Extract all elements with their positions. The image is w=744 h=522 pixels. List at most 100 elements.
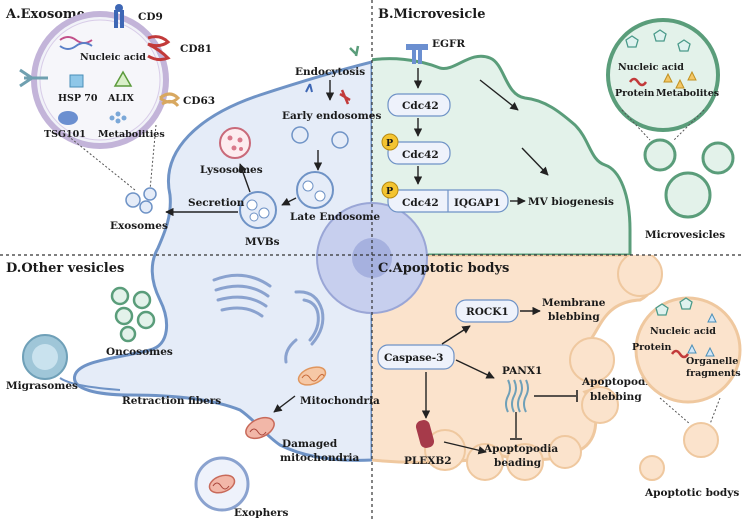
phospho-badge-icon bbox=[381, 133, 399, 151]
panx1-channel-icon bbox=[505, 379, 529, 413]
label-panx1: PANX1 bbox=[502, 365, 542, 377]
label-beading: beading bbox=[494, 457, 542, 469]
pentagon-icon bbox=[655, 297, 693, 316]
oncosome-icon bbox=[110, 286, 156, 343]
panel-microvesicle: B.Microvesicle EGFR Cdc42 P Cdc42 P Cdc4… bbox=[378, 7, 735, 241]
label-fragments: fragments bbox=[686, 368, 741, 379]
lysosome-icon bbox=[219, 127, 251, 159]
label-exosomes: Exosomes bbox=[110, 220, 168, 232]
golgi-icon bbox=[212, 273, 272, 318]
label-nucleic-acid-a: Nucleic acid bbox=[80, 52, 146, 63]
label-p-2: P bbox=[386, 186, 393, 197]
microvesicle-icon bbox=[664, 171, 712, 219]
panel-title-a: A.Exosome bbox=[5, 7, 85, 22]
cdc42-box bbox=[387, 93, 451, 117]
label-lysosomes: Lysosomes bbox=[200, 164, 263, 176]
protein-icon bbox=[670, 349, 690, 359]
receptor-icon bbox=[19, 68, 48, 88]
label-nucleic-acid-c: Nucleic acid bbox=[650, 326, 716, 337]
triangle-icon bbox=[663, 70, 697, 89]
panel-title-d: D.Other vesicles bbox=[6, 261, 124, 276]
mitochondria-icon bbox=[297, 366, 327, 386]
label-mvbs: MVBs bbox=[245, 236, 280, 248]
mvb-icon bbox=[239, 191, 277, 229]
panel-title-c: C.Apoptotic bodys bbox=[378, 261, 509, 276]
label-retraction-fibers: Retraction fibers bbox=[122, 395, 221, 407]
tsg101-icon bbox=[58, 111, 78, 125]
label-cd63: CD63 bbox=[183, 95, 215, 107]
apoptotic-body-cargo-icon bbox=[634, 296, 742, 404]
label-migrasomes: Migrasomes bbox=[6, 380, 78, 392]
label-egfr: EGFR bbox=[432, 38, 465, 50]
rock1-box bbox=[455, 299, 519, 323]
panel-other-vesicles: D.Other vesicles Oncosomes Migrasomes Re… bbox=[6, 261, 380, 519]
label-organelle: Organelle bbox=[686, 356, 738, 367]
egfr-receptor-icon bbox=[406, 44, 428, 64]
label-mitochondria-2: mitochondria bbox=[280, 452, 359, 464]
label-late-endosome: Late Endosome bbox=[290, 211, 380, 223]
panel-apoptotic-bodies: C.Apoptotic bodys ROCK1 Membrane blebbin… bbox=[377, 261, 742, 499]
panel-title-b: B.Microvesicle bbox=[378, 7, 486, 22]
label-cd9: CD9 bbox=[138, 11, 163, 23]
label-early-endosomes: Early endosomes bbox=[282, 110, 381, 122]
label-blebbing-2: blebbing bbox=[590, 391, 642, 403]
receptor-icon bbox=[305, 45, 360, 105]
late-endosome-icon bbox=[296, 171, 334, 209]
label-cd81: CD81 bbox=[180, 43, 212, 55]
label-damaged: Damaged bbox=[282, 438, 338, 450]
cd81-receptor-icon bbox=[147, 35, 171, 62]
label-apoptopodia: Apoptopodia bbox=[581, 376, 656, 388]
apoptotic-body bbox=[639, 455, 665, 481]
label-metabolites-b: Metabolites bbox=[656, 88, 719, 99]
protein-icon bbox=[628, 77, 648, 87]
hsp70-icon bbox=[69, 74, 84, 88]
label-mitochondria: Mitochondria bbox=[300, 395, 380, 407]
label-protein-b: Protein bbox=[615, 88, 655, 99]
label-endocytosis: Endocytosis bbox=[295, 66, 365, 78]
label-plexb2: PLEXB2 bbox=[404, 455, 452, 467]
label-secretion: Secretion bbox=[188, 197, 245, 209]
cdc42-phospho-box bbox=[387, 141, 451, 165]
triangle-icon bbox=[687, 312, 717, 357]
cell-peach-part bbox=[372, 255, 663, 481]
label-alix: ALIX bbox=[107, 93, 134, 104]
cd63-receptor-icon bbox=[159, 92, 181, 107]
label-rock1: ROCK1 bbox=[466, 306, 509, 318]
microvesicle-icon bbox=[701, 141, 735, 175]
er-icon bbox=[284, 290, 325, 364]
label-p-1: P bbox=[386, 138, 393, 149]
metabolites-icon bbox=[109, 111, 127, 124]
label-exophers: Exophers bbox=[234, 507, 288, 519]
label-cdc42-1: Cdc42 bbox=[402, 100, 439, 112]
label-hsp70: HSP 70 bbox=[58, 93, 98, 104]
panel-exosome: A.Exosome CD9 Nucleic acid CD81 HSP 70 A… bbox=[5, 4, 381, 248]
label-tsg101: TSG101 bbox=[44, 129, 86, 140]
label-caspase3: Caspase-3 bbox=[384, 352, 443, 364]
pentagon-icon bbox=[625, 29, 691, 52]
label-cdc42-3: Cdc42 bbox=[402, 197, 439, 209]
microvesicle-icon bbox=[643, 138, 677, 172]
exosome-icon bbox=[125, 187, 157, 214]
label-mv-biogenesis: MV biogenesis bbox=[528, 196, 614, 208]
label-microvesicles: Microvesicles bbox=[645, 229, 725, 241]
label-cdc42-2: Cdc42 bbox=[402, 149, 439, 161]
label-apoptopodia-2: Apoptopodia bbox=[483, 443, 558, 455]
cell-left-half bbox=[73, 60, 372, 462]
apoptotic-body bbox=[683, 422, 719, 458]
label-iqgap1: IQGAP1 bbox=[454, 197, 500, 209]
label-metabolites-a: Metabolities bbox=[98, 129, 165, 140]
dna-icon bbox=[59, 36, 93, 44]
endosome-icon bbox=[291, 126, 309, 144]
label-protein-c: Protein bbox=[632, 342, 672, 353]
endosome-icon bbox=[331, 131, 349, 149]
label-oncosomes: Oncosomes bbox=[106, 346, 173, 358]
label-apoptotic-bodys: Apoptotic bodys bbox=[644, 487, 739, 499]
cd9-receptor-icon bbox=[114, 4, 124, 28]
damaged-mitochondria-icon bbox=[245, 416, 275, 440]
label-nucleic-acid-b: Nucleic acid bbox=[618, 62, 684, 73]
caspase3-box bbox=[377, 344, 455, 370]
label-blebbing: blebbing bbox=[548, 311, 600, 323]
label-membrane: Membrane bbox=[542, 297, 606, 309]
plexb2-receptor-icon bbox=[415, 420, 435, 448]
